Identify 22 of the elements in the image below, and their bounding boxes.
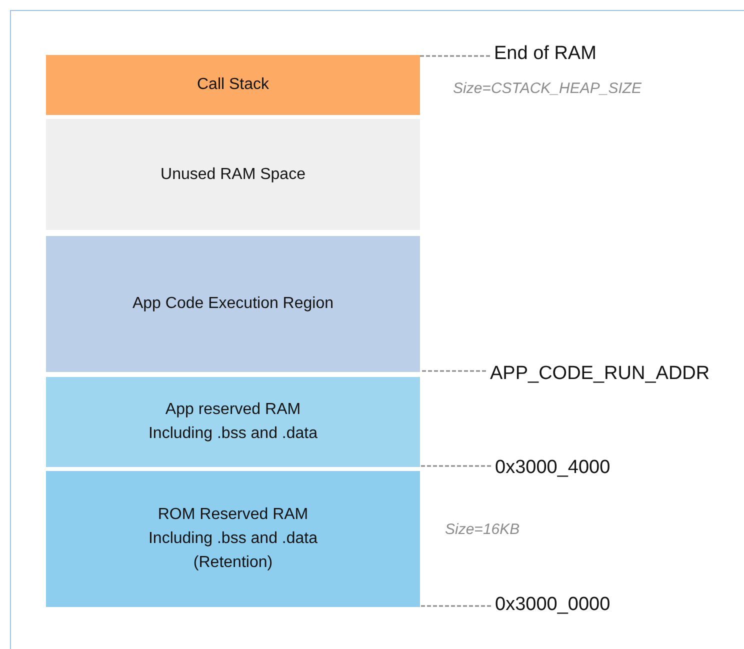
region-label: App Code Execution Region [132, 294, 334, 314]
region-label: ROM Reserved RAM [158, 505, 308, 525]
region-label: Including .bss and .data [148, 529, 318, 549]
region-label: Including .bss and .data [148, 424, 318, 444]
region-label: Call Stack [196, 75, 270, 95]
memory-region [46, 236, 420, 372]
size-note: Size=CSTACK_HEAP_SIZE [453, 80, 642, 97]
region-label: (Retention) [193, 553, 273, 573]
region-label: Unused RAM Space [160, 164, 306, 184]
leader-line [420, 605, 491, 607]
address-label: 0x3000_0000 [495, 594, 610, 616]
size-note: Size=16KB [445, 521, 520, 538]
leader-line [420, 465, 491, 467]
address-label: 0x3000_4000 [495, 457, 610, 479]
region-label: App reserved RAM [165, 400, 301, 420]
leader-line [420, 55, 490, 57]
leader-line [420, 370, 486, 372]
memory-region [46, 471, 420, 607]
address-label: End of RAM [494, 43, 596, 65]
address-label: APP_CODE_RUN_ADDR [490, 363, 710, 385]
memory-region [46, 55, 420, 115]
memory-region [46, 377, 420, 467]
